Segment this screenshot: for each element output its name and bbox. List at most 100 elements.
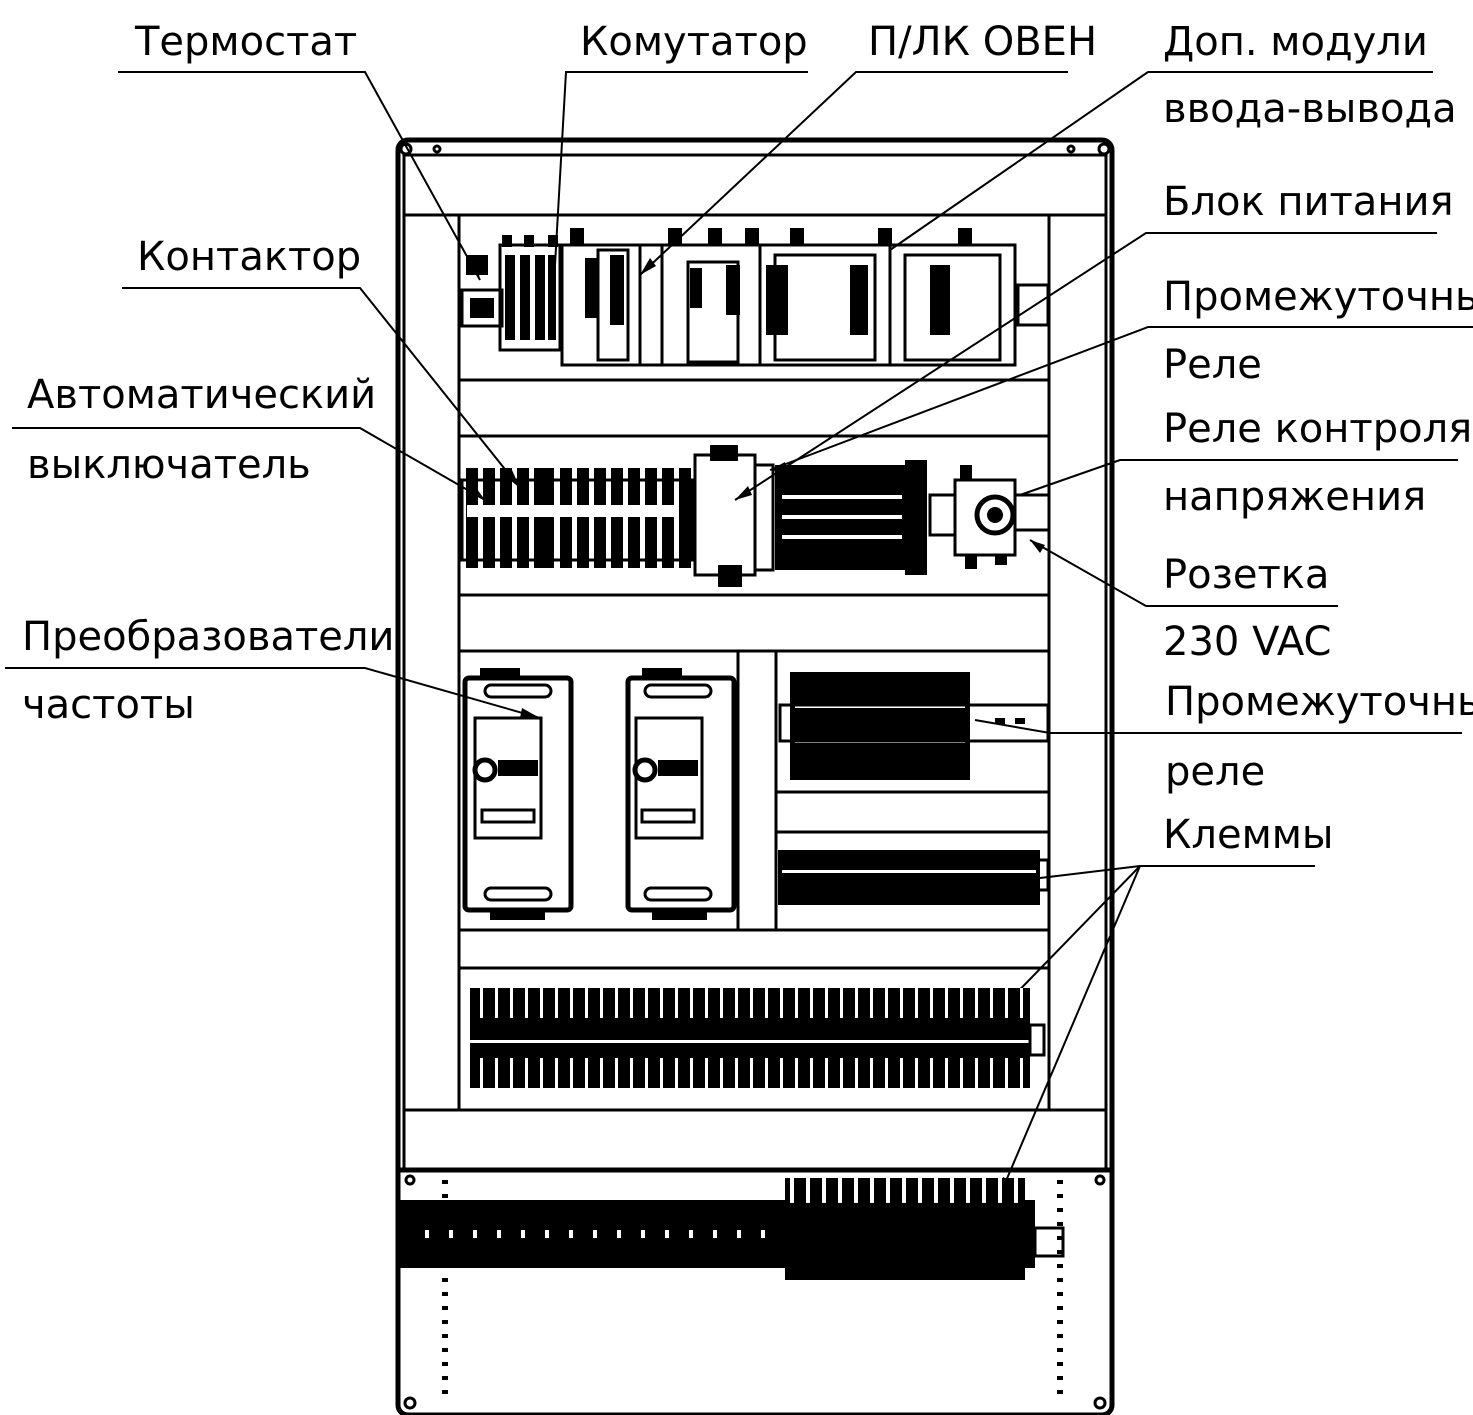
terminal-gap	[945, 1058, 948, 1088]
bottom-terminal-gap	[449, 1230, 453, 1238]
terminal-gap	[900, 988, 903, 1018]
terminal-gap	[1005, 1058, 1008, 1088]
bottom-terminal-gap	[806, 1178, 810, 1203]
mounting-hole	[1057, 1236, 1063, 1240]
mounting-hole	[1057, 1222, 1063, 1226]
terminal-gap	[525, 1058, 528, 1088]
terminal-gap	[885, 988, 888, 1018]
terminal-gap	[660, 1058, 663, 1088]
bottom-terminal-gap	[713, 1230, 717, 1238]
terminal-gap	[690, 988, 693, 1018]
terminal-gap	[885, 1058, 888, 1088]
terminal-gap	[720, 1058, 723, 1088]
bottom-terminal-gap	[761, 1230, 765, 1238]
mounting-hole	[442, 1250, 448, 1254]
mounting-hole	[1057, 1390, 1063, 1394]
mounting-hole	[1057, 1334, 1063, 1338]
terminal-gap	[600, 988, 603, 1018]
bottom-terminal-gap	[473, 1230, 477, 1238]
mounting-hole	[1057, 1292, 1063, 1296]
terminal-gap	[645, 988, 648, 1018]
terminal-rail-line	[470, 1040, 1030, 1043]
leader-lines	[5, 71, 1473, 1196]
label-breaker-2: выключатель	[27, 442, 311, 488]
label-thermostat: Термостат	[134, 19, 357, 65]
terminal-gap	[855, 1058, 858, 1088]
mounting-hole	[442, 1362, 448, 1366]
terminal-gap	[525, 988, 528, 1018]
terminal-gap	[795, 988, 798, 1018]
cabinet-frame	[395, 137, 1115, 1415]
label-vfd-1: Преобразователи	[22, 614, 394, 660]
callout-labels: Термостат Комутатор П/ЛК ОВЕН Доп. модул…	[22, 19, 1473, 858]
terminal-gap	[750, 988, 753, 1018]
bottom-terminal-gap	[854, 1178, 858, 1203]
label-terminals: Клеммы	[1163, 812, 1334, 858]
terminal-gap	[1005, 988, 1008, 1018]
bottom-terminal-gap	[918, 1178, 922, 1203]
row-terminals	[470, 988, 1046, 1088]
label-contactor: Контактор	[137, 234, 361, 280]
terminal-gap	[930, 1058, 933, 1088]
terminal-gap	[930, 988, 933, 1018]
terminal-gap	[600, 1058, 603, 1088]
mounting-hole	[442, 1348, 448, 1352]
mounting-hole	[1057, 1306, 1063, 1310]
mounting-hole	[442, 1208, 448, 1212]
bottom-terminal-gap	[593, 1230, 597, 1238]
mounting-hole	[1057, 1264, 1063, 1268]
label-voltage-relay-1: Реле контроля	[1163, 406, 1472, 452]
mounting-hole	[442, 1264, 448, 1268]
label-switch: Комутатор	[580, 19, 808, 65]
row-bottom	[400, 1178, 1065, 1394]
terminal-gap	[810, 988, 813, 1018]
terminal-gap	[720, 988, 723, 1018]
terminal-gap	[840, 1058, 843, 1088]
mounting-hole	[1057, 1208, 1063, 1212]
mounting-rails	[457, 378, 1051, 970]
terminal-gap	[795, 1058, 798, 1088]
terminal-gap	[555, 988, 558, 1018]
terminal-gap	[960, 988, 963, 1018]
bottom-terminal-gap	[737, 1230, 741, 1238]
bottom-terminal-gap	[569, 1230, 573, 1238]
mounting-hole	[442, 1376, 448, 1380]
terminal-gap	[870, 988, 873, 1018]
terminal-gap	[630, 988, 633, 1018]
mounting-hole	[442, 1236, 448, 1240]
terminal-gap	[840, 988, 843, 1018]
mounting-hole	[1057, 1250, 1063, 1254]
label-voltage-relay-2: напряжения	[1163, 474, 1426, 520]
label-breaker-1: Автоматический	[27, 372, 376, 418]
terminal-gap	[855, 988, 858, 1018]
terminal-gap	[750, 1058, 753, 1088]
terminal-gap	[705, 1058, 708, 1088]
bottom-terminal-gap	[838, 1178, 842, 1203]
bottom-terminal-gap	[950, 1178, 954, 1203]
terminal-gap	[540, 988, 543, 1018]
terminal-gap	[735, 988, 738, 1018]
bottom-terminal-gap	[641, 1230, 645, 1238]
mounting-hole	[1057, 1194, 1063, 1198]
label-relays2-2: реле	[1165, 749, 1265, 795]
label-power-supply: Блок питания	[1163, 179, 1454, 225]
bottom-terminal-gap	[545, 1230, 549, 1238]
label-socket-2: 230 VAC	[1163, 619, 1331, 665]
label-intermediate-relays-1: Промежуточные	[1163, 274, 1473, 320]
terminal-gap	[915, 1058, 918, 1088]
mounting-hole	[442, 1334, 448, 1338]
label-intermediate-relays-2: Реле	[1163, 342, 1262, 388]
terminal-gap	[975, 988, 978, 1018]
terminal-gap	[810, 1058, 813, 1088]
bottom-terminal-gap	[521, 1230, 525, 1238]
terminal-gap	[570, 1058, 573, 1088]
terminal-gap	[675, 1058, 678, 1088]
terminal-gap	[825, 1058, 828, 1088]
mounting-hole	[1057, 1362, 1063, 1366]
label-plc: П/ЛК ОВЕН	[868, 19, 1097, 65]
label-vfd-2: частоты	[22, 682, 195, 728]
row-plc	[460, 228, 1050, 367]
label-io-modules-2: ввода-вывода	[1163, 86, 1457, 132]
terminal-gap	[645, 1058, 648, 1088]
